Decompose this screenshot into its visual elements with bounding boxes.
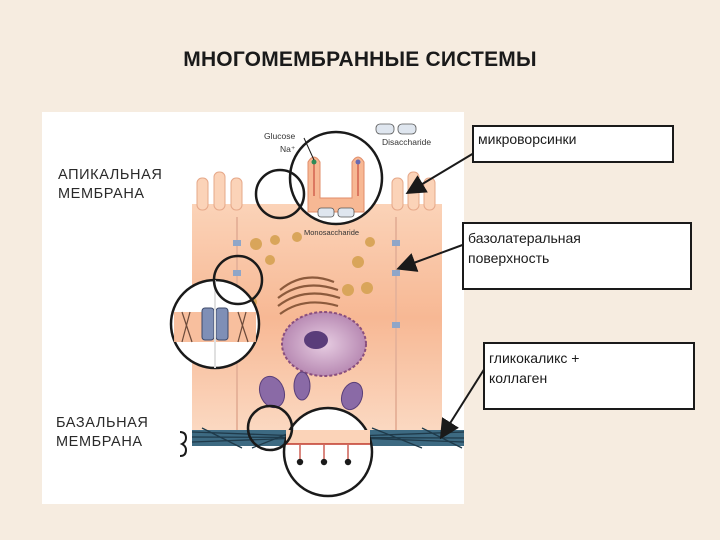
microvilli-small-circle (254, 168, 306, 220)
epithelial-cell-diagram: Glucose Na⁺ Disaccharide Monosaccharide (42, 112, 464, 504)
apical-membrane-label: АПИКАЛЬНАЯ МЕМБРАНА (58, 167, 163, 202)
nucleus (281, 311, 367, 377)
mitochondria (258, 371, 364, 411)
disaccharide-icon (375, 123, 417, 135)
callout-glycocalyx: гликокаликс + коллаген (483, 342, 695, 410)
glucose-text: Glucose (264, 131, 295, 141)
golgi-apparatus (277, 276, 341, 315)
basal-small-circle (246, 404, 294, 452)
basal-magnified-circle (282, 406, 374, 498)
disaccharide-text: Disaccharide (382, 137, 431, 147)
basal-membrane-label: БАЗАЛЬНАЯ МЕМБРАНА (56, 415, 149, 450)
slide-title: МНОГОМЕМБРАННЫЕ СИСТЕМЫ (183, 48, 537, 71)
monosaccharide-text: Monosaccharide (304, 228, 359, 237)
callout-basolateral: базолатеральная поверхность (462, 222, 692, 290)
callout-microvilli: микроворсинки (472, 125, 674, 163)
basal-bracket (179, 431, 188, 457)
junction-magnified-circle (169, 278, 261, 370)
na-text: Na⁺ (280, 144, 296, 154)
microvilli-magnified-circle (288, 130, 384, 226)
junction-small-circle (212, 254, 264, 306)
